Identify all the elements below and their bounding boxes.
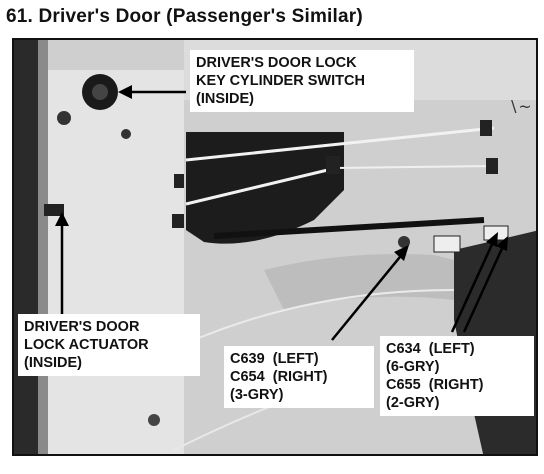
label-line: (6-GRY)	[386, 359, 440, 375]
connector-side: (RIGHT)	[272, 369, 328, 385]
connector-side: (LEFT)	[428, 341, 475, 357]
label-connector-c634-c655: C634 (LEFT) (6-GRY) C655 (RIGHT) (2-GRY)	[380, 336, 534, 416]
label-line: (INSIDE)	[196, 91, 254, 107]
label-line: DRIVER'S DOOR	[24, 319, 140, 335]
label-line: KEY CYLINDER SWITCH	[196, 73, 365, 89]
connector-code: C639	[230, 351, 265, 367]
connector-code: C655	[386, 377, 421, 393]
label-line: C639 (LEFT)	[230, 350, 368, 368]
label-line: (INSIDE)	[24, 355, 82, 371]
label-line: DRIVER'S DOOR LOCK	[196, 55, 357, 71]
label-lock-actuator: DRIVER'S DOOR LOCK ACTUATOR (INSIDE)	[18, 314, 200, 376]
label-line: (2-GRY)	[386, 395, 440, 411]
handwritten-mark: ∖~	[508, 97, 532, 116]
label-line: C654 (RIGHT)	[230, 368, 368, 386]
door-photo: ∖~ DRIVER'S DOOR LOCK KEY CYLINDER SWITC…	[12, 38, 538, 456]
page-title: 61. Driver's Door (Passenger's Similar)	[6, 6, 363, 27]
connector-code: C634	[386, 341, 421, 357]
connector-side: (RIGHT)	[428, 377, 484, 393]
label-key-cylinder-switch: DRIVER'S DOOR LOCK KEY CYLINDER SWITCH (…	[190, 50, 414, 112]
label-connector-c639-c654: C639 (LEFT) C654 (RIGHT) (3-GRY)	[224, 346, 374, 408]
label-line: (3-GRY)	[230, 387, 284, 403]
label-line: C634 (LEFT)	[386, 340, 528, 358]
label-line: LOCK ACTUATOR	[24, 337, 149, 353]
connector-code: C654	[230, 369, 265, 385]
connector-side: (LEFT)	[272, 351, 319, 367]
label-line: C655 (RIGHT)	[386, 376, 528, 394]
